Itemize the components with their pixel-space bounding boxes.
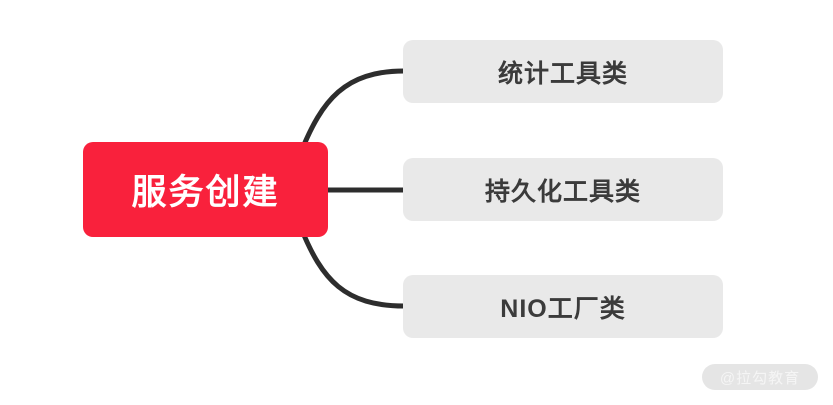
child-node-statistics-tools[interactable]: 统计工具类 [403, 40, 723, 103]
child-node-label: NIO工厂类 [500, 294, 626, 323]
child-node-nio-factory[interactable]: NIO工厂类 [403, 275, 723, 338]
watermark-badge: @拉勾教育 [702, 364, 818, 390]
child-node-persistence-tools[interactable]: 持久化工具类 [403, 158, 723, 221]
watermark-text: @拉勾教育 [719, 369, 801, 387]
connector-top-branch [298, 68, 407, 155]
child-node-label: 统计工具类 [497, 59, 628, 88]
root-node-service-creation[interactable]: 服务创建 [83, 142, 328, 237]
child-node-label: 持久化工具类 [484, 177, 641, 206]
root-node-label: 服务创建 [131, 173, 280, 212]
connector-bottom-branch [298, 225, 407, 309]
